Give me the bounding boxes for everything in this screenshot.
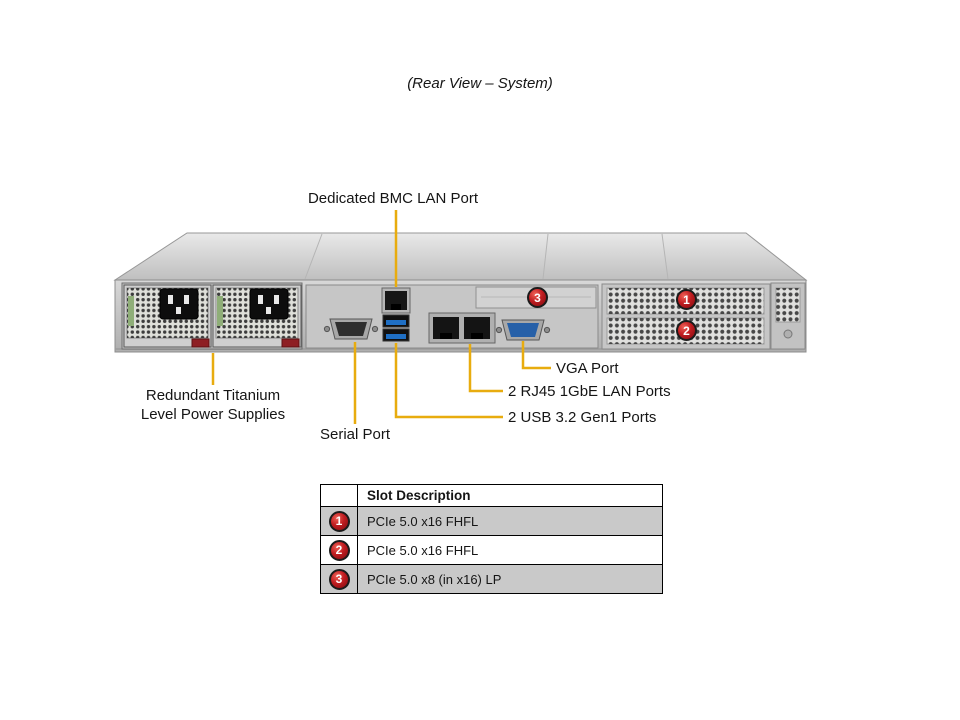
leader-usb bbox=[394, 343, 503, 419]
bmc-lan-port bbox=[381, 287, 411, 314]
power-supply-bay bbox=[121, 282, 303, 350]
power-supply-2 bbox=[212, 284, 302, 348]
slot-marker-3-badge: 3 bbox=[527, 287, 548, 308]
serial-port bbox=[323, 318, 379, 340]
slot-marker-3-number: 3 bbox=[534, 290, 541, 305]
leader-lan bbox=[468, 344, 503, 393]
table-row-num-cell: 1 bbox=[321, 507, 358, 535]
page-title: (Rear View – System) bbox=[407, 75, 553, 92]
callout-leader-lines bbox=[211, 210, 551, 424]
table-row: 1 PCIe 5.0 x16 FHFL bbox=[321, 506, 662, 535]
leader-vga bbox=[521, 341, 551, 370]
power-supply-1 bbox=[123, 284, 212, 348]
table-slot-marker-1: 1 bbox=[328, 510, 350, 532]
table-row-description: PCIe 5.0 x16 FHFL bbox=[367, 542, 479, 558]
slot-marker-2-badge: 2 bbox=[676, 320, 697, 341]
callout-power-supplies-line2: Level Power Supplies bbox=[140, 406, 286, 423]
chassis-top bbox=[113, 232, 808, 281]
vga-port bbox=[495, 319, 551, 341]
callout-bmc-lan: Dedicated BMC LAN Port bbox=[307, 190, 479, 207]
table-row-description: PCIe 5.0 x16 FHFL bbox=[367, 513, 479, 529]
table-row-num-cell: 3 bbox=[321, 565, 358, 593]
side-vent-panel bbox=[770, 282, 806, 350]
table-row-num-cell: 2 bbox=[321, 536, 358, 564]
table-slot-marker-3: 3 bbox=[328, 568, 350, 590]
table-header-label: Slot Description bbox=[367, 488, 471, 503]
table-slot-marker-2-number: 2 bbox=[335, 543, 343, 557]
slot-description-table: Slot Description 1 PCIe 5.0 x16 FHFL 2 P… bbox=[320, 484, 663, 594]
callout-lan-ports: 2 RJ45 1GbE LAN Ports bbox=[508, 383, 671, 400]
io-panel bbox=[305, 284, 599, 349]
callout-serial-port: Serial Port bbox=[320, 426, 391, 443]
slot-marker-1-number: 1 bbox=[683, 292, 690, 307]
callout-vga-port: VGA Port bbox=[556, 360, 619, 377]
lan-ports bbox=[428, 312, 496, 344]
table-row: 3 PCIe 5.0 x8 (in x16) LP bbox=[321, 564, 662, 593]
table-slot-marker-1-number: 1 bbox=[335, 514, 343, 528]
table-row: 2 PCIe 5.0 x16 FHFL bbox=[321, 535, 662, 564]
callout-power-supplies-line1: Redundant Titanium bbox=[145, 387, 281, 404]
table-header-row: Slot Description bbox=[321, 485, 662, 506]
table-slot-marker-2: 2 bbox=[328, 539, 350, 561]
slot-marker-1-badge: 1 bbox=[676, 289, 697, 310]
table-slot-marker-3-number: 3 bbox=[335, 572, 343, 586]
table-header-num-cell bbox=[321, 485, 358, 506]
callout-power-supplies: Redundant Titanium Level Power Supplies bbox=[103, 386, 323, 424]
table-row-description: PCIe 5.0 x8 (in x16) LP bbox=[367, 571, 502, 587]
callout-usb-ports: 2 USB 3.2 Gen1 Ports bbox=[508, 409, 657, 426]
slot-marker-2-number: 2 bbox=[683, 323, 690, 338]
usb-ports bbox=[382, 314, 410, 342]
